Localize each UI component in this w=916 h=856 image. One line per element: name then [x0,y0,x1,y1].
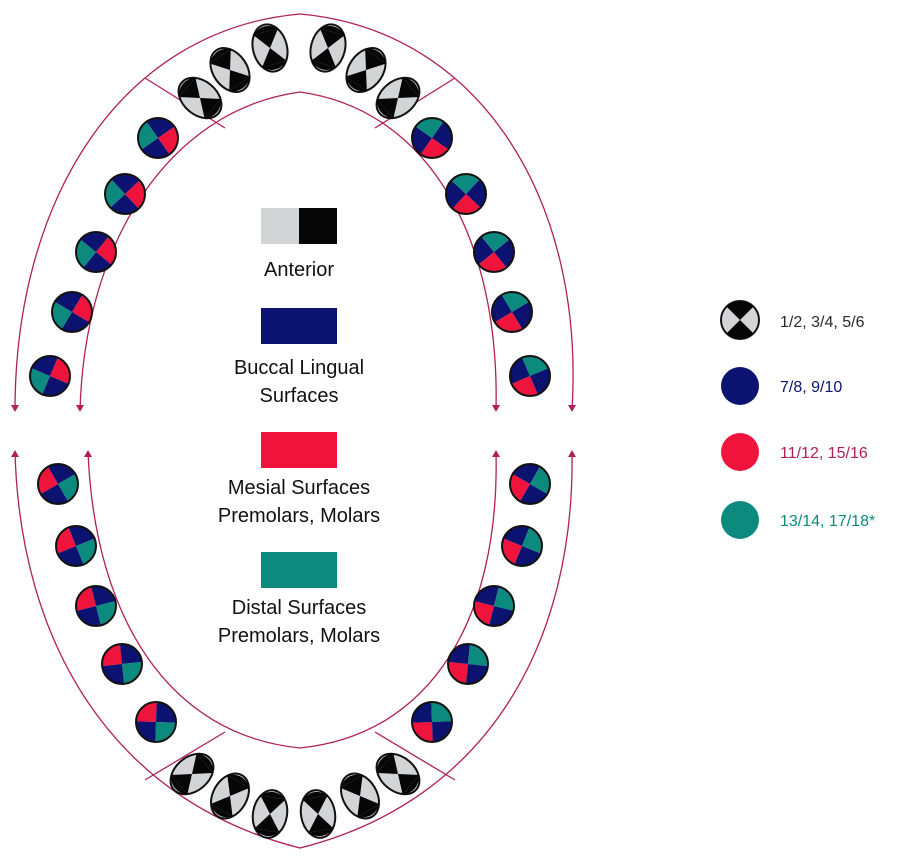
arrowhead-icon [11,450,19,457]
mesial-circle-icon [721,433,759,471]
arrowhead-icon [76,405,84,412]
distal-swatch [261,552,337,588]
mesial-label-line1: Mesial Surfaces [228,477,370,499]
side-legend-text-buccal: 7/8, 9/10 [780,379,842,396]
upper-right-molar [445,173,487,215]
lower-anterior-tooth [169,752,215,796]
lower-right-molar [473,585,515,627]
teeth-group [29,23,551,839]
lower-anterior-tooth [340,772,380,820]
side-legend-text-distal: 13/14, 17/18* [780,513,875,530]
lower-left-molar [101,643,143,685]
upper-anterior-tooth [177,76,223,120]
side-legend-text-mesial: 11/12, 15/16 [780,445,868,462]
lower-right-molar [411,701,453,743]
upper-left-molar [29,355,71,397]
lower-left-molar [75,585,117,627]
anterior-label: Anterior [264,259,334,281]
lower-left-molar [135,701,177,743]
anterior-tooth-icon [720,300,760,340]
distal-circle-icon [721,501,759,539]
upper-right-molar [473,231,515,273]
lower-left-molar [37,463,79,505]
arrowhead-icon [568,450,576,457]
lower-left-molar [55,525,97,567]
arrowhead-icon [492,405,500,412]
upper-outer-arch [14,13,574,411]
mesial-label-line2: Premolars, Molars [218,505,380,527]
side-legend: 1/2, 3/4, 5/6 7/8, 9/10 11/12, 15/16 13/… [720,300,875,539]
lower-anterior-tooth [210,772,250,820]
arch-lines [11,13,576,849]
mesial-swatch [261,432,337,468]
upper-anterior-tooth [209,47,251,93]
lower-right-molar [447,643,489,685]
upper-left-molar [104,173,146,215]
buccal-lingual-label-line1: Buccal Lingual [234,357,364,379]
upper-left-molar [137,117,179,159]
upper-right-molar [509,355,551,397]
buccal-lingual-circle-icon [721,367,759,405]
upper-anterior-tooth [309,23,347,73]
upper-left-molar [51,291,93,333]
arrowhead-icon [492,450,500,457]
lower-anterior-tooth [375,752,421,796]
segment-divider [144,731,226,781]
side-legend-text-anterior: 1/2, 3/4, 5/6 [780,314,865,331]
buccal-lingual-swatch [261,308,337,344]
arrowhead-icon [84,450,92,457]
distal-label-line1: Distal Surfaces [232,597,367,619]
lower-anterior-tooth [251,789,289,839]
arrowhead-icon [568,405,576,412]
upper-right-molar [491,291,533,333]
lower-anterior-tooth [299,789,337,839]
distal-label-line2: Premolars, Molars [218,625,380,647]
upper-anterior-tooth [345,47,387,93]
lower-outer-arch [14,451,573,849]
anterior-swatch-dark [299,208,337,244]
lower-right-molar [501,525,543,567]
upper-anterior-tooth [375,76,421,120]
upper-right-molar [411,117,453,159]
buccal-lingual-label-line2: Surfaces [260,385,339,407]
center-legend: Anterior Buccal Lingual Surfaces Mesial … [218,208,380,647]
upper-anterior-tooth [251,23,289,73]
arrowhead-icon [11,405,19,412]
upper-left-molar [75,231,117,273]
anterior-swatch-light [261,208,299,244]
lower-right-molar [509,463,551,505]
segment-divider [374,731,456,781]
